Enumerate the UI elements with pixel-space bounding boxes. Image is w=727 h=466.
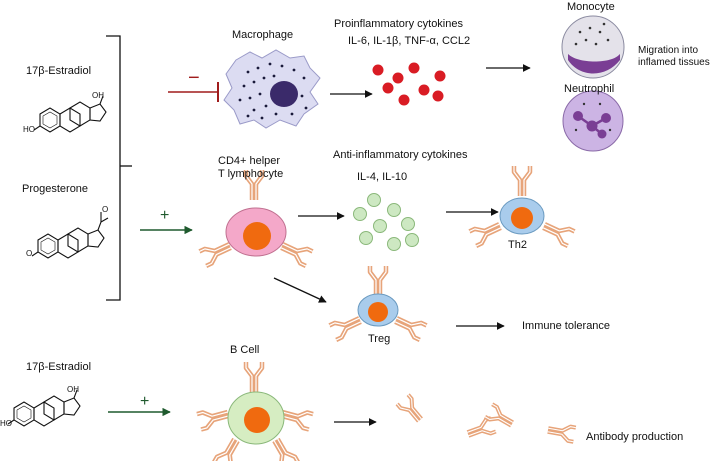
activation-arrows	[108, 225, 193, 417]
proinflammatory-cytokine-dots	[372, 62, 446, 106]
anti-inflammatory-list: IL-4, IL-10	[357, 171, 408, 183]
progesterone-o-top: O	[102, 205, 109, 214]
estradiol-top-oh: OH	[92, 91, 104, 100]
proinflammatory-title: Proinflammatory cytokines	[334, 18, 463, 30]
cd4-label-line2: T lymphocyte	[218, 168, 284, 180]
estradiol-bottom-ho: HO	[0, 419, 12, 428]
proinflammatory-list: IL-6, IL-1β, TNF-α, CCL2	[348, 35, 471, 47]
immune-tolerance-label: Immune tolerance	[522, 320, 611, 332]
anti-inflammatory-cytokine-dots	[353, 193, 419, 251]
progesterone-label: Progesterone	[22, 183, 89, 195]
neutrophil-cell	[562, 90, 624, 152]
estradiol-top-ho: HO	[23, 125, 35, 134]
treg-cell	[329, 266, 426, 340]
bcell-label: B Cell	[230, 344, 260, 356]
th2-label: Th2	[508, 239, 527, 251]
macrophage-label: Macrophage	[232, 29, 294, 41]
pathway-arrows	[273, 64, 531, 426]
cd4-label-line1: CD4+ helper	[218, 155, 281, 167]
antibody-production-label: Antibody production	[586, 431, 684, 443]
migration-line2: inflamed tissues	[638, 57, 710, 68]
treg-label: Treg	[368, 333, 391, 345]
b-cell	[197, 362, 313, 461]
migration-line1: Migration into	[638, 45, 699, 56]
cd4-t-cell	[199, 170, 312, 266]
estradiol-top-label: 17β-Estradiol	[26, 65, 92, 77]
monocyte-cell	[561, 15, 625, 79]
neutrophil-label: Neutrophil	[564, 83, 615, 95]
estradiol-bottom-oh: OH	[67, 385, 79, 394]
estradiol-structure-top	[33, 95, 107, 133]
hormone-bracket	[106, 35, 132, 301]
progesterone-structure	[31, 212, 109, 259]
progesterone-o-bottom: O	[26, 249, 33, 258]
activate-sign-bottom: +	[140, 393, 150, 410]
inhibition-line	[168, 82, 219, 102]
monocyte-label: Monocyte	[567, 1, 615, 13]
anti-inflammatory-title: Anti-inflammatory cytokines	[333, 149, 468, 161]
th2-cell	[469, 166, 574, 246]
estradiol-structure-bottom	[7, 389, 81, 427]
activate-sign-top: +	[160, 207, 170, 224]
estradiol-bottom-label: 17β-Estradiol	[26, 361, 92, 373]
free-antibodies	[397, 395, 576, 442]
inhibit-sign: −	[188, 67, 200, 89]
macrophage-cell	[223, 49, 321, 129]
